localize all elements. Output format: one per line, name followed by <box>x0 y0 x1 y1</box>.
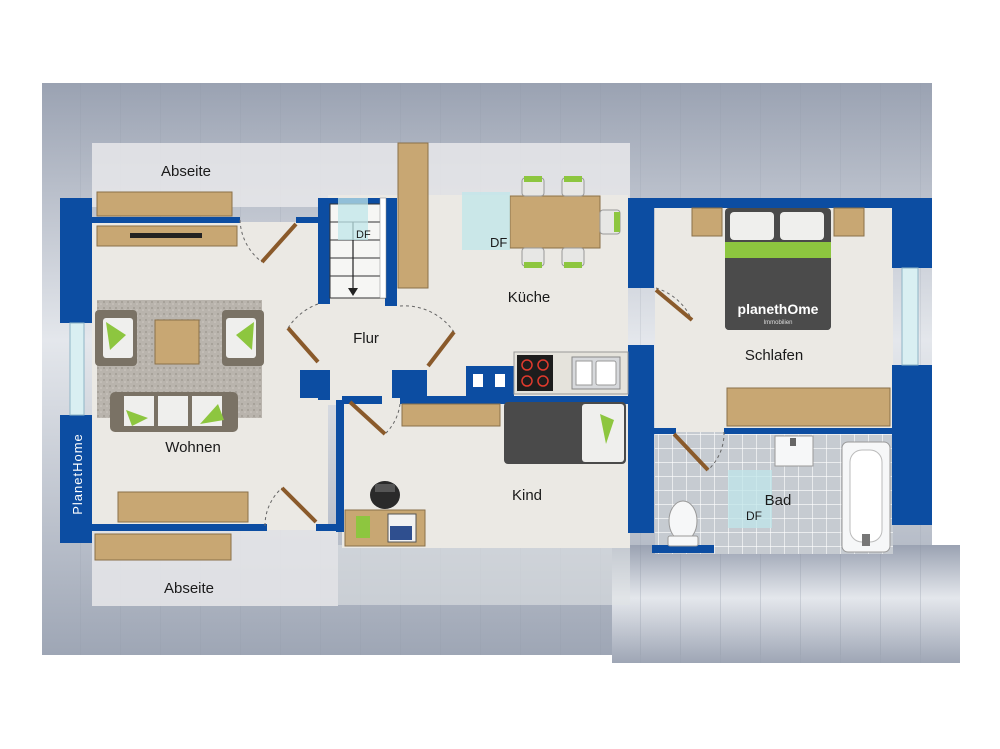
door-wohnen-flur <box>286 303 320 364</box>
child-room-furniture <box>344 402 626 547</box>
toilet-icon <box>668 500 698 542</box>
doors <box>239 219 725 527</box>
room-label-bad: Bad <box>765 492 792 509</box>
dining-table: DF <box>462 176 621 268</box>
skylight-flur <box>338 198 368 240</box>
skylight-kueche-label: DF <box>490 235 507 250</box>
tv-icon <box>130 233 202 238</box>
wall-outlets <box>473 374 505 387</box>
room-label-schlafen: Schlafen <box>745 347 803 364</box>
coffee-table <box>154 319 200 365</box>
bedroom-furniture: planethOme Immobilien <box>691 207 891 427</box>
skylight-bad <box>728 470 772 528</box>
staircase: DF <box>329 197 387 299</box>
skylight-kueche <box>462 192 510 250</box>
kitchen-counter <box>513 351 629 395</box>
logo-subtext: Immobilien <box>763 320 792 326</box>
cooktop-icon <box>517 355 553 391</box>
living-room-furniture <box>95 300 264 432</box>
door-wohnen-abseite-bottom <box>264 486 318 527</box>
door-wohnen-abseite-top <box>239 219 298 264</box>
bathroom-fixtures: DF <box>667 435 891 553</box>
logo-text: planethOme <box>738 301 819 317</box>
room-label-abseite-bottom: Abseite <box>164 580 214 597</box>
room-label-kind: Kind <box>512 487 542 504</box>
skylight-bad-label: DF <box>746 509 762 523</box>
room-label-abseite-top: Abseite <box>161 163 211 180</box>
room-labels: Abseite Wohnen Flur Küche Schlafen Kind … <box>161 163 803 597</box>
door-kueche-schlafen <box>654 287 694 322</box>
room-label-wohnen: Wohnen <box>165 439 221 456</box>
door-schlafen-bad <box>672 431 725 472</box>
brand-side-text: PlanetHome <box>70 433 85 515</box>
window-wohnen <box>69 322 85 416</box>
door-flur-kind <box>348 400 401 436</box>
walls <box>60 198 932 553</box>
wardrobe <box>726 387 891 427</box>
abseite-bottom-cabinets <box>94 491 249 561</box>
windows <box>69 267 919 416</box>
room-label-flur: Flur <box>353 330 379 347</box>
room-label-kueche: Küche <box>508 289 551 306</box>
skylight-flur-label: DF <box>356 229 371 241</box>
door-flur-kueche <box>399 305 456 368</box>
kitchen-tall-cabinet <box>397 142 429 289</box>
window-schlafen <box>901 267 919 366</box>
abseite-top-cabinets <box>96 191 238 247</box>
